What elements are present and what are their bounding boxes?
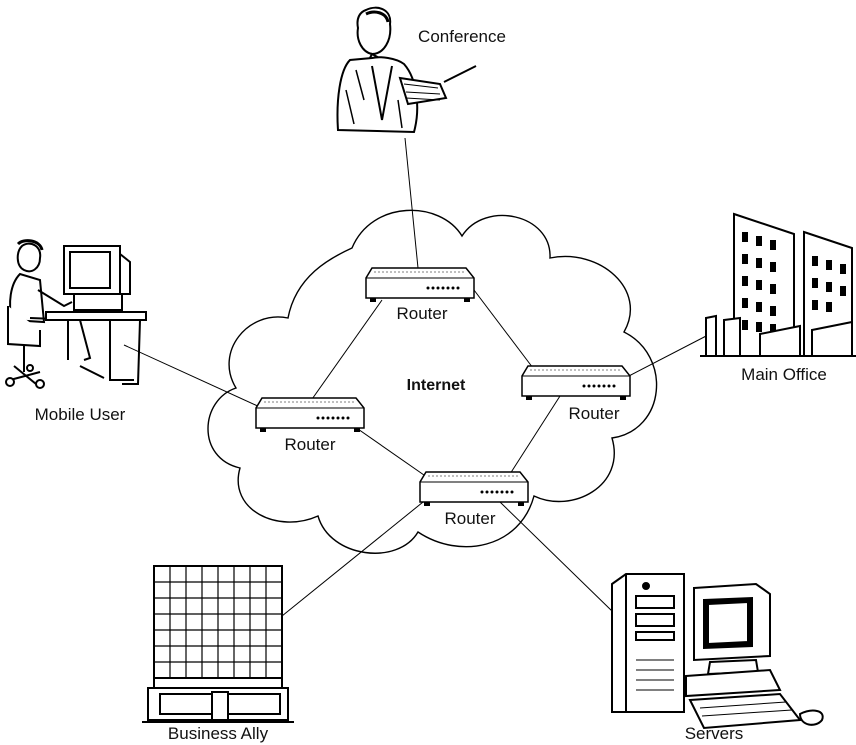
router-icon — [255, 397, 365, 432]
link-router3-router4 — [509, 395, 561, 475]
router-label: Router — [568, 404, 620, 423]
router-icon — [419, 471, 529, 506]
server-computer-icon — [611, 573, 824, 730]
workstation-user-icon — [5, 239, 147, 389]
router-icon — [521, 365, 631, 400]
servers-label: Servers — [684, 724, 744, 743]
internet-cloud — [207, 209, 658, 554]
link-router1-router2 — [309, 299, 383, 403]
presenter-icon — [336, 6, 477, 134]
main-office-label: Main Office — [741, 365, 827, 384]
router-label: Router — [396, 304, 448, 323]
connection-lines — [123, 137, 711, 617]
business-ally-label: Business Ally — [167, 724, 269, 743]
link-ally-router4 — [281, 497, 429, 617]
office-building-icon — [700, 212, 856, 357]
internet-label: Internet — [406, 377, 466, 394]
link-conference-router1 — [404, 137, 419, 269]
link-office-router3 — [624, 333, 711, 379]
router-icon — [365, 267, 475, 302]
conference-label: Conference — [418, 27, 506, 46]
link-servers-router4 — [499, 501, 614, 613]
link-router1-router3 — [473, 289, 537, 373]
link-mobile-router2 — [123, 344, 263, 409]
tall-building-icon — [142, 565, 294, 723]
router-label: Router — [284, 435, 336, 454]
mobile-user-label: Mobile User — [34, 405, 126, 424]
router-label: Router — [444, 509, 496, 528]
